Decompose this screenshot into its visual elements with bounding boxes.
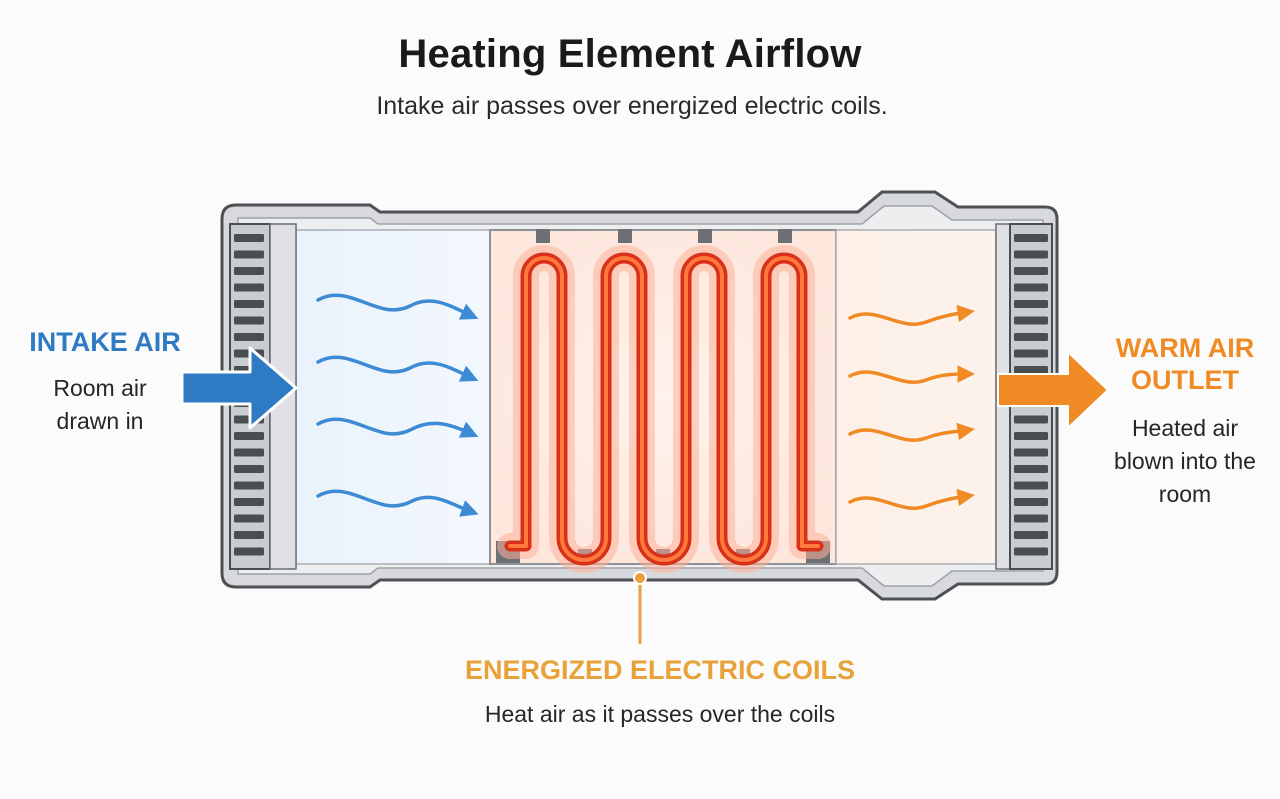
wavy-arrow-icon (848, 422, 975, 442)
intake-chamber (295, 229, 491, 565)
outlet-arrow-icon (997, 351, 1109, 429)
grille-slat (1014, 531, 1048, 539)
grille-slat (234, 531, 264, 539)
grille-slat (1014, 514, 1048, 523)
coil-chamber (489, 229, 837, 565)
grille-slat (234, 333, 264, 341)
grille-slat (1014, 432, 1048, 440)
grille-slat (234, 481, 264, 490)
grille-slat (234, 300, 264, 308)
grille-slat (1014, 481, 1048, 490)
grille-slat (234, 283, 264, 292)
grille-slat (1014, 349, 1048, 358)
wavy-arrow-icon (316, 417, 479, 438)
outlet-heading: WARM AIR OUTLET (1115, 333, 1255, 395)
grille-slat (1014, 465, 1048, 473)
outlet-chamber (835, 229, 997, 565)
grille-slat (234, 234, 264, 242)
grille-slat (234, 448, 264, 457)
grille-slat (1014, 498, 1048, 506)
grille-slat (1014, 448, 1048, 457)
grille-slat (1014, 250, 1048, 259)
grille-slat (1014, 267, 1048, 275)
grille-slat (234, 250, 264, 259)
intake-heading: INTAKE AIR (29, 327, 181, 357)
grille-slat (1014, 415, 1048, 424)
wavy-arrow-icon (316, 293, 479, 320)
grille-slat (234, 547, 264, 556)
grille-slat (234, 514, 264, 523)
wavy-arrow-icon (848, 304, 975, 326)
coils-description: Heat air as it passes over the coils (484, 701, 836, 727)
grille-slat (234, 267, 264, 275)
grille-slat (234, 465, 264, 473)
grille-slat (1014, 234, 1048, 242)
grille-slat (1014, 316, 1048, 325)
wavy-arrow-icon (316, 489, 479, 517)
coils-heading: ENERGIZED ELECTRIC COILS (464, 655, 856, 685)
coils-callout (633, 571, 647, 644)
outlet-description: Heated air blown into the room (1114, 415, 1256, 507)
grille-slat (1014, 366, 1048, 374)
grille-slat (1014, 547, 1048, 556)
outlet-airflow (848, 304, 975, 510)
heating-coil (497, 245, 831, 573)
page-title: Heating Element Airflow (398, 32, 862, 76)
grille-slat (1014, 333, 1048, 341)
grille-slat (1014, 300, 1048, 308)
wavy-arrow-icon (848, 488, 975, 510)
grille-slat (234, 498, 264, 506)
grille-slat (1014, 283, 1048, 292)
page-subtitle: Intake air passes over energized electri… (376, 92, 888, 120)
wavy-arrow-icon (316, 355, 479, 382)
grille-slat (234, 316, 264, 325)
intake-arrow-icon (180, 346, 298, 430)
intake-airflow (316, 293, 479, 517)
grille-slat (234, 432, 264, 440)
intake-description: Room air drawn in (53, 375, 147, 434)
wavy-arrow-icon (848, 365, 975, 384)
